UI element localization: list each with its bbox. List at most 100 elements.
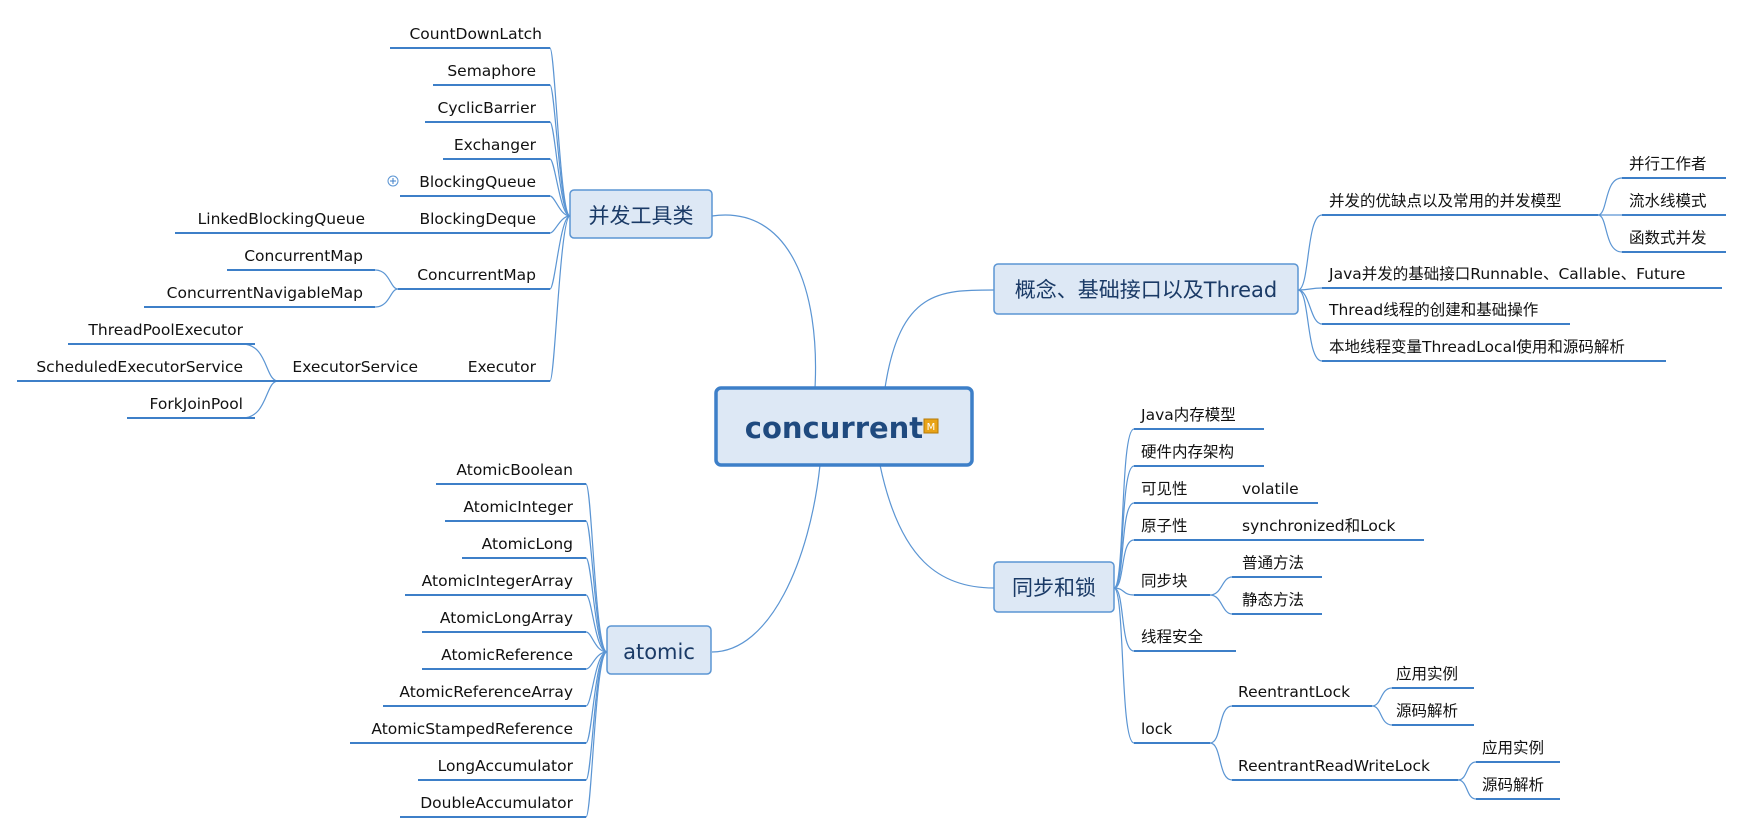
leaf-atomiclongarray[interactable]: AtomicLongArray	[422, 609, 586, 633]
svg-text:可见性: 可见性	[1141, 480, 1188, 498]
leaf-atomicstampedreference[interactable]: AtomicStampedReference	[350, 720, 586, 744]
marker-icon: M	[923, 418, 939, 434]
svg-text:原子性: 原子性	[1141, 517, 1188, 535]
leaf-atomicreferencearray[interactable]: AtomicReferenceArray	[383, 683, 586, 707]
leaf-executorservice[interactable]: ExecutorService	[278, 358, 455, 382]
svg-text:线程安全: 线程安全	[1141, 628, 1204, 646]
leaf-pros-cons[interactable]: 并发的优缺点以及常用的并发模型	[1322, 192, 1598, 216]
leaf-rwl-source[interactable]: 源码解析	[1476, 776, 1560, 800]
svg-text:并行工作者: 并行工作者	[1629, 155, 1707, 173]
leaf-atomicintegerarray[interactable]: AtomicIntegerArray	[405, 572, 586, 596]
topic-atomic-label: atomic	[623, 640, 695, 664]
svg-text:volatile: volatile	[1242, 480, 1299, 498]
atomic-connectors	[585, 483, 608, 818]
marker-label: M	[927, 422, 936, 433]
svg-text:CyclicBarrier: CyclicBarrier	[438, 99, 537, 117]
svg-text:BlockingQueue: BlockingQueue	[419, 173, 536, 191]
leaf-countdownlatch[interactable]: CountDownLatch	[390, 25, 550, 49]
leaf-cyclicbarrier[interactable]: CyclicBarrier	[425, 99, 550, 123]
topic-concepts[interactable]: 概念、基础接口以及Thread	[993, 263, 1299, 315]
leaf-concurrentmap[interactable]: ConcurrentMap	[398, 266, 550, 290]
leaf-pipeline[interactable]: 流水线模式	[1622, 192, 1726, 216]
leaf-scheduledexecutorservice[interactable]: ScheduledExecutorService	[17, 358, 278, 382]
leaf-rl-usage[interactable]: 应用实例	[1392, 664, 1474, 689]
root-node[interactable]: concurrent M	[714, 386, 974, 467]
svg-text:ConcurrentNavigableMap: ConcurrentNavigableMap	[167, 284, 363, 302]
svg-text:AtomicInteger: AtomicInteger	[463, 498, 573, 516]
svg-text:AtomicBoolean: AtomicBoolean	[456, 461, 573, 479]
svg-text:ReentrantLock: ReentrantLock	[1238, 683, 1350, 701]
svg-text:LinkedBlockingQueue: LinkedBlockingQueue	[198, 210, 365, 228]
svg-text:Exchanger: Exchanger	[454, 136, 537, 154]
leaf-blockingdeque[interactable]: BlockingDeque	[405, 210, 550, 234]
svg-text:Semaphore: Semaphore	[447, 62, 536, 80]
leaf-sync-block[interactable]: 同步块	[1134, 572, 1210, 596]
tools-connectors	[241, 47, 571, 419]
topic-atomic[interactable]: atomic	[606, 625, 712, 675]
leaf-atomicreference[interactable]: AtomicReference	[422, 646, 586, 670]
svg-text:AtomicStampedReference: AtomicStampedReference	[371, 720, 573, 738]
svg-text:AtomicIntegerArray: AtomicIntegerArray	[422, 572, 573, 590]
leaf-doubleaccumulator[interactable]: DoubleAccumulator	[400, 794, 586, 818]
leaf-exchanger[interactable]: Exchanger	[443, 136, 550, 160]
leaf-longaccumulator[interactable]: LongAccumulator	[418, 757, 586, 781]
leaf-threadlocal[interactable]: 本地线程变量ThreadLocal使用和源码解析	[1322, 338, 1666, 362]
leaf-concurrentnavigablemap[interactable]: ConcurrentNavigableMap	[144, 284, 375, 308]
leaf-executor[interactable]: Executor	[455, 358, 550, 382]
leaf-hw-memory[interactable]: 硬件内存架构	[1134, 443, 1264, 467]
leaf-reentrantlock[interactable]: ReentrantLock	[1232, 683, 1372, 707]
leaf-atomicinteger[interactable]: AtomicInteger	[445, 498, 586, 522]
svg-text:ConcurrentMap: ConcurrentMap	[244, 247, 363, 265]
leaf-parallel-workers[interactable]: 并行工作者	[1622, 155, 1726, 179]
svg-text:ScheduledExecutorService: ScheduledExecutorService	[36, 358, 243, 376]
svg-text:源码解析: 源码解析	[1396, 702, 1458, 720]
svg-text:静态方法: 静态方法	[1242, 591, 1304, 609]
svg-text:Java内存模型: Java内存模型	[1140, 406, 1236, 424]
expand-plus-icon[interactable]	[387, 175, 399, 187]
svg-text:源码解析: 源码解析	[1482, 776, 1544, 794]
leaf-visibility[interactable]: 可见性	[1134, 480, 1236, 504]
svg-text:BlockingDeque: BlockingDeque	[419, 210, 536, 228]
svg-text:synchronized和Lock: synchronized和Lock	[1242, 517, 1395, 535]
svg-text:硬件内存架构: 硬件内存架构	[1141, 443, 1234, 461]
svg-text:同步块: 同步块	[1141, 572, 1188, 590]
svg-text:Java并发的基础接口Runnable、Callable、F: Java并发的基础接口Runnable、Callable、Future	[1328, 265, 1685, 283]
leaf-functional[interactable]: 函数式并发	[1622, 229, 1726, 253]
concepts-leaves: 并发的优缺点以及常用的并发模型 并行工作者 流水线模式 函数式并发 Java并发…	[1322, 155, 1726, 362]
leaf-blockingqueue[interactable]: BlockingQueue	[387, 173, 550, 197]
leaf-rwl-usage[interactable]: 应用实例	[1476, 738, 1560, 763]
tools-leaves: CountDownLatch Semaphore CyclicBarrier E…	[17, 25, 550, 419]
leaf-normal-method[interactable]: 普通方法	[1232, 554, 1322, 578]
leaf-static-method[interactable]: 静态方法	[1232, 591, 1322, 615]
svg-text:应用实例: 应用实例	[1482, 738, 1544, 757]
svg-text:Executor: Executor	[468, 358, 537, 376]
topic-tools[interactable]: 并发工具类	[569, 189, 713, 239]
topic-sync[interactable]: 同步和锁	[993, 561, 1115, 613]
leaf-atomicity[interactable]: 原子性	[1134, 517, 1236, 541]
leaf-thread-safety[interactable]: 线程安全	[1134, 628, 1236, 652]
leaf-rl-source[interactable]: 源码解析	[1392, 702, 1474, 726]
leaf-concurrentmap-child[interactable]: ConcurrentMap	[227, 247, 375, 271]
concepts-connectors	[1297, 177, 1623, 362]
svg-text:普通方法: 普通方法	[1242, 554, 1304, 572]
leaf-synchronized-lock[interactable]: synchronized和Lock	[1236, 517, 1424, 541]
leaf-lock[interactable]: lock	[1134, 720, 1210, 744]
leaf-linkedblockingqueue[interactable]: LinkedBlockingQueue	[175, 210, 405, 234]
leaf-threadpoolexecutor[interactable]: ThreadPoolExecutor	[68, 321, 255, 345]
svg-text:CountDownLatch: CountDownLatch	[409, 25, 542, 43]
svg-text:应用实例: 应用实例	[1396, 664, 1458, 683]
leaf-jmm[interactable]: Java内存模型	[1134, 406, 1264, 430]
leaf-semaphore[interactable]: Semaphore	[433, 62, 550, 86]
sync-connectors	[1113, 428, 1477, 800]
leaf-volatile[interactable]: volatile	[1236, 480, 1318, 504]
leaf-thread-ops[interactable]: Thread线程的创建和基础操作	[1322, 301, 1570, 325]
leaf-atomiclong[interactable]: AtomicLong	[462, 535, 586, 559]
root-label: concurrent	[745, 411, 924, 445]
leaf-forkjoinpool[interactable]: ForkJoinPool	[127, 395, 255, 419]
svg-text:本地线程变量ThreadLocal使用和源码解析: 本地线程变量ThreadLocal使用和源码解析	[1329, 338, 1625, 356]
leaf-atomicboolean[interactable]: AtomicBoolean	[436, 461, 586, 485]
svg-text:ExecutorService: ExecutorService	[292, 358, 418, 376]
atomic-leaves: AtomicBoolean AtomicInteger AtomicLong A…	[350, 461, 586, 818]
leaf-reentrantrwlock[interactable]: ReentrantReadWriteLock	[1232, 757, 1458, 781]
leaf-java-interfaces[interactable]: Java并发的基础接口Runnable、Callable、Future	[1322, 265, 1722, 289]
